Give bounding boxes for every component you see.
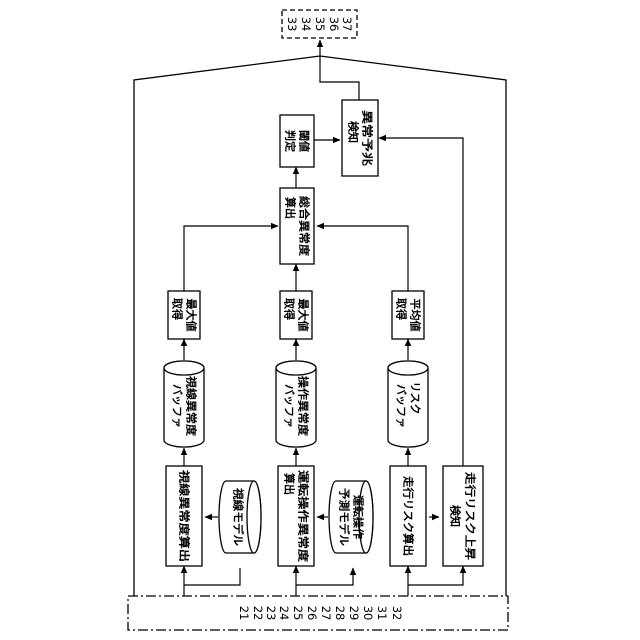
gaze-model-label: 視線モデル xyxy=(232,487,246,546)
max-value-box-gaze: 最大値 取得 xyxy=(168,291,200,339)
threshold-judgement-box: 閾値 判定 xyxy=(280,115,314,167)
output-block: 33 34 35 36 37 xyxy=(282,10,357,38)
avg-label-2: 取得 xyxy=(395,298,409,320)
line-input-to-gaze-model xyxy=(184,568,240,585)
risk-rise-label-1: 走行リスク上昇 xyxy=(464,471,478,560)
input-number-29: 29 xyxy=(347,606,361,621)
line-input-to-op-model xyxy=(296,568,353,585)
op-buffer-label-2: バッファ xyxy=(283,384,296,428)
driving-risk-calc-box: 走行リスク算出 xyxy=(390,466,426,566)
op-model-label-1: 運転操作 xyxy=(352,495,366,539)
risk-calc-label: 走行リスク算出 xyxy=(402,475,416,556)
gaze-buffer-label-2: バッファ xyxy=(171,384,184,428)
max-value-box-op: 最大値 取得 xyxy=(280,291,312,339)
gaze-abnormality-calc-box: 視線異常度算出 xyxy=(166,466,202,566)
op-model-label-2: 予測モデル xyxy=(338,488,352,546)
total-label-1: 総合異常度 xyxy=(298,196,312,257)
abnormality-sign-detect-box: 異常予兆 検知 xyxy=(342,100,378,176)
input-number-26: 26 xyxy=(305,606,319,621)
driving-op-abnormality-calc-box: 運転操作異常度 算出 xyxy=(278,466,314,566)
op-abnormality-buffer-cylinder: 操作異常度 バッファ xyxy=(276,361,316,447)
op-calc-label-2: 算出 xyxy=(283,472,297,495)
avg-label-1: 平均値 xyxy=(409,299,423,332)
max1-label-1: 最大値 xyxy=(185,299,199,332)
arrow-input-to-risk-rise xyxy=(408,566,463,585)
input-number-22: 22 xyxy=(251,606,265,621)
average-value-box-risk: 平均値 取得 xyxy=(392,291,424,339)
input-number-24: 24 xyxy=(277,606,291,621)
output-number-35: 35 xyxy=(313,17,327,32)
sign-label-2: 検知 xyxy=(347,121,361,143)
max1-label-2: 取得 xyxy=(171,298,185,320)
threshold-label-2: 判定 xyxy=(284,130,298,152)
risk-rise-detect-box: 走行リスク上昇 検知 xyxy=(443,466,483,566)
threshold-label-1: 閾値 xyxy=(298,130,312,152)
output-number-37: 37 xyxy=(340,17,354,32)
input-number-30: 30 xyxy=(361,606,375,621)
sign-label-1: 異常予兆 xyxy=(361,110,375,166)
arrow-max1-to-total xyxy=(184,226,278,291)
gaze-buffer-label-1: 視線異常度 xyxy=(185,375,199,437)
op-calc-label-1: 運転操作異常度 xyxy=(297,470,311,563)
max2-label-2: 取得 xyxy=(283,298,297,320)
risk-buffer-cylinder: リスク バッファ xyxy=(388,361,428,447)
output-number-34: 34 xyxy=(299,17,313,32)
output-number-33: 33 xyxy=(285,17,299,32)
gaze-calc-label: 視線異常度算出 xyxy=(178,469,192,562)
arrow-avg-to-total xyxy=(317,226,408,291)
input-number-28: 28 xyxy=(333,606,347,621)
total-abnormality-calc-box: 総合異常度 算出 xyxy=(280,188,314,264)
input-number-27: 27 xyxy=(319,606,333,621)
total-label-2: 算出 xyxy=(284,196,298,219)
input-number-23: 23 xyxy=(264,606,278,621)
gaze-abnormality-buffer-cylinder: 視線異常度 バッファ xyxy=(164,361,204,447)
input-block: 21 22 23 24 25 26 27 28 29 30 31 32 xyxy=(128,596,508,630)
gaze-model-cylinder: 視線モデル xyxy=(219,481,261,553)
max2-label-1: 最大値 xyxy=(297,299,311,332)
risk-buffer-label-1: リスク xyxy=(409,382,422,415)
input-number-32: 32 xyxy=(390,606,404,621)
op-prediction-model-cylinder: 運転操作 予測モデル xyxy=(329,481,373,553)
output-number-36: 36 xyxy=(327,17,341,32)
input-number-21: 21 xyxy=(237,606,251,621)
input-number-31: 31 xyxy=(375,606,389,621)
input-number-25: 25 xyxy=(291,606,305,621)
risk-rise-label-2: 検知 xyxy=(449,505,463,527)
risk-buffer-label-2: バッファ xyxy=(395,384,408,428)
arrow-sign-to-output xyxy=(320,40,359,100)
op-buffer-label-1: 操作異常度 xyxy=(297,376,311,437)
